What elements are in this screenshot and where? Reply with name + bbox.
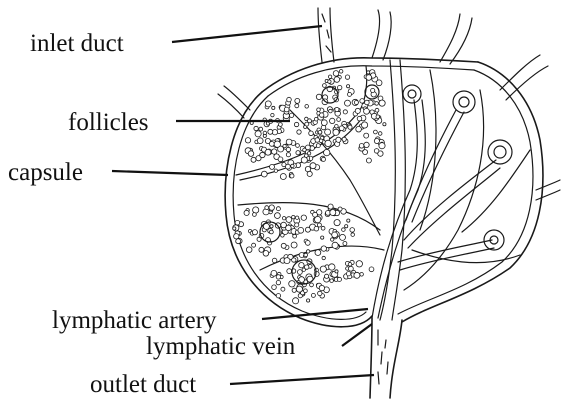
- label-lymphatic-vein: lymphatic vein: [146, 333, 296, 360]
- outlet-duct-leader: [230, 375, 374, 384]
- outlet-duct: [370, 318, 402, 398]
- vessel-branches: [372, 85, 512, 318]
- label-follicles: follicles: [68, 109, 149, 136]
- label-lymphatic-artery: lymphatic artery: [52, 307, 217, 334]
- follicles-cells: [233, 70, 386, 304]
- label-inlet-duct: inlet duct: [30, 30, 124, 57]
- capsule-leader: [112, 171, 228, 175]
- label-capsule: capsule: [8, 159, 83, 186]
- inlet-duct-leader: [172, 26, 322, 42]
- lymphatic-artery-leader: [262, 309, 368, 319]
- label-outlet-duct: outlet duct: [90, 371, 196, 398]
